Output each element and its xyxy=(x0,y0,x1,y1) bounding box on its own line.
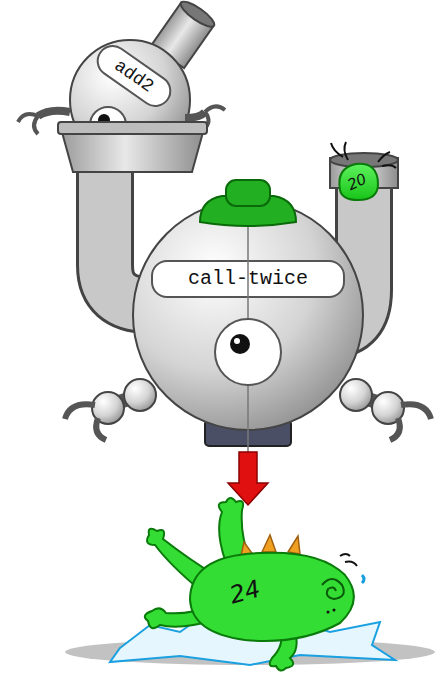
body-seam xyxy=(247,205,249,470)
value-blob: 20 xyxy=(334,160,382,202)
creature-face xyxy=(322,554,364,614)
hopper-rim xyxy=(58,122,207,134)
value-blob: 24 xyxy=(150,505,390,655)
robot-eye xyxy=(215,319,281,385)
node-outline xyxy=(150,505,390,655)
green-hat xyxy=(200,180,296,226)
machine-body: call-twice xyxy=(133,200,363,452)
machine-label: add2 xyxy=(90,39,177,113)
node-outline xyxy=(133,200,363,452)
name-label: add2 xyxy=(90,39,177,113)
name-label: call-twice xyxy=(151,260,345,298)
output-arrow xyxy=(228,452,268,505)
